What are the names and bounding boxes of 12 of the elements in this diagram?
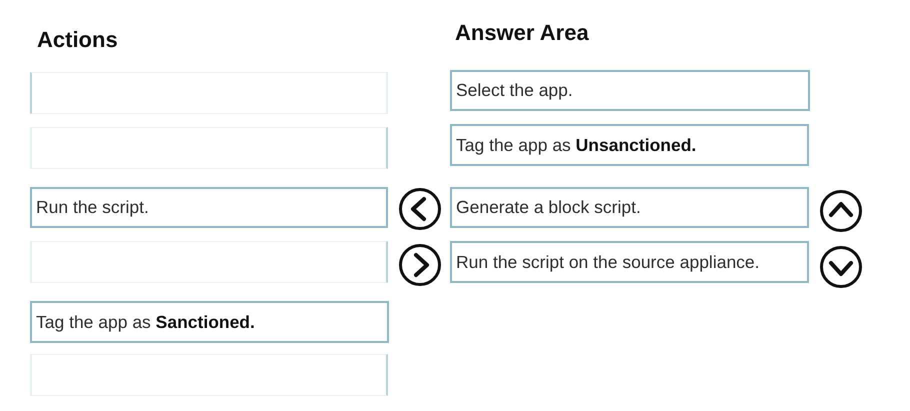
empty-slot	[30, 241, 388, 283]
answer-card: Tag the app as Unsanctioned.	[450, 124, 809, 166]
empty-slot	[30, 72, 388, 114]
section-heading: Answer Area	[455, 20, 589, 46]
empty-slot	[30, 127, 388, 169]
action-card: Tag the app as Sanctioned.	[30, 301, 389, 343]
answer-card: Select the app.	[450, 70, 810, 111]
answer-card: Run the script on the source appliance.	[450, 241, 809, 283]
empty-slot	[30, 354, 388, 396]
action-card: Run the script.	[30, 187, 388, 228]
answer-card: Generate a block script.	[450, 187, 809, 228]
section-heading: Actions	[37, 27, 118, 52]
